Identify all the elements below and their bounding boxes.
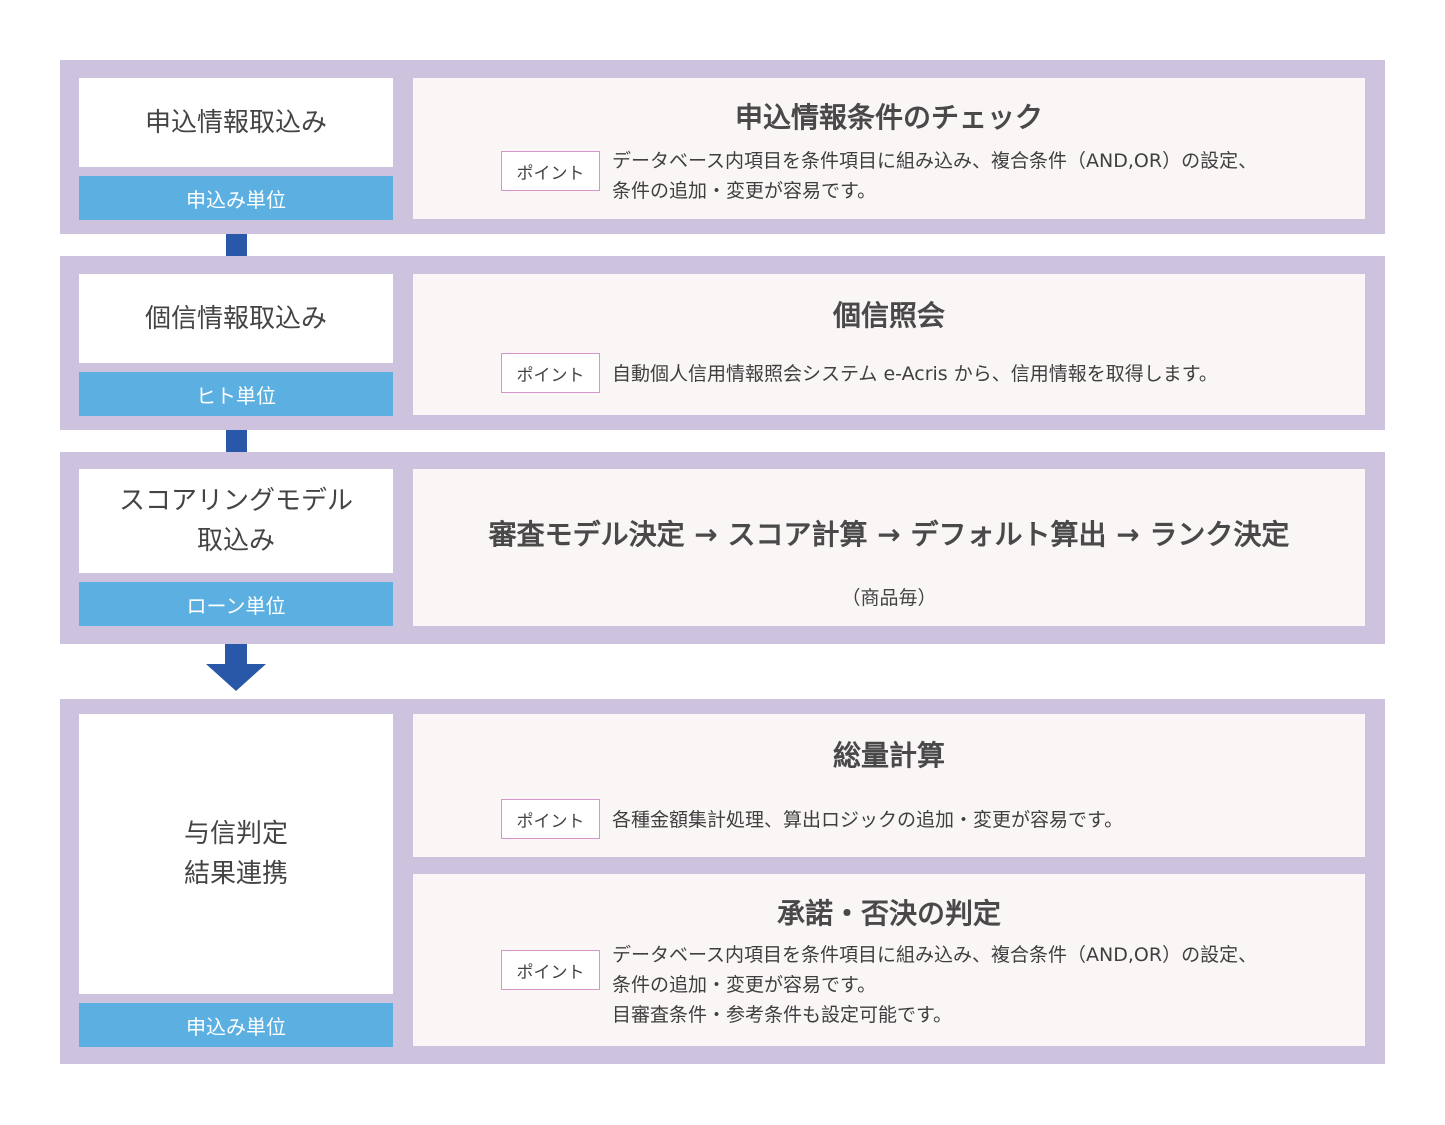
step-3-input-label: スコアリングモデル 取込み [79, 469, 393, 573]
step-2-input-label: 個信情報取込み [79, 274, 393, 363]
step-1-point-text: データベース内項目を条件項目に組み込み、複合条件（AND,OR）の設定、 条件の… [612, 150, 1258, 202]
step-4a-point-text: 各種金額集計処理、算出ロジックの追加・変更が容易です。 [612, 809, 1124, 831]
step-4-unit-badge: 申込み単位 [79, 1003, 393, 1047]
step-connector [226, 234, 247, 256]
down-arrow-icon [206, 644, 266, 691]
step-4-panel-total: 総量計算 ポイント 各種金額集計処理、算出ロジックの追加・変更が容易です。 [413, 714, 1365, 857]
step-4a-heading: 総量計算 [832, 739, 945, 772]
point-tag: ポイント [501, 151, 600, 191]
step-4b-point-text: データベース内項目を条件項目に組み込み、複合条件（AND,OR）の設定、 条件の… [612, 944, 1258, 1026]
step-4-input-label: 与信判定 結果連携 [79, 714, 393, 994]
step-1-heading: 申込情報条件のチェック [734, 101, 1043, 134]
point-tag: ポイント [501, 950, 600, 990]
step-3-unit-badge: ローン単位 [79, 582, 393, 626]
step-4b-heading: 承諾・否決の判定 [776, 897, 1001, 930]
step-connector [226, 430, 247, 452]
step-2-heading: 個信照会 [832, 299, 945, 332]
point-tag: ポイント [501, 799, 600, 839]
step-1-unit-badge: 申込み単位 [79, 176, 393, 220]
step-1-input-label: 申込情報取込み [79, 78, 393, 167]
step-2-point-text: 自動個人信用情報照会システム e-Acris から、信用情報を取得します。 [612, 363, 1218, 385]
step-2-panel: 個信照会 ポイント 自動個人信用情報照会システム e-Acris から、信用情報… [413, 274, 1365, 415]
step-4-panel-decision: 承諾・否決の判定 ポイント データベース内項目を条件項目に組み込み、複合条件（A… [413, 874, 1365, 1046]
step-1-panel: 申込情報条件のチェック ポイント データベース内項目を条件項目に組み込み、複合条… [413, 78, 1365, 219]
point-tag: ポイント [501, 353, 600, 393]
step-3-panel: 審査モデル決定 → スコア計算 → デフォルト算出 → ランク決定 （商品毎） [413, 469, 1365, 626]
step-3-note: （商品毎） [841, 587, 937, 609]
step-3-heading: 審査モデル決定 → スコア計算 → デフォルト算出 → ランク決定 [488, 518, 1290, 551]
step-2-unit-badge: ヒト単位 [79, 372, 393, 416]
